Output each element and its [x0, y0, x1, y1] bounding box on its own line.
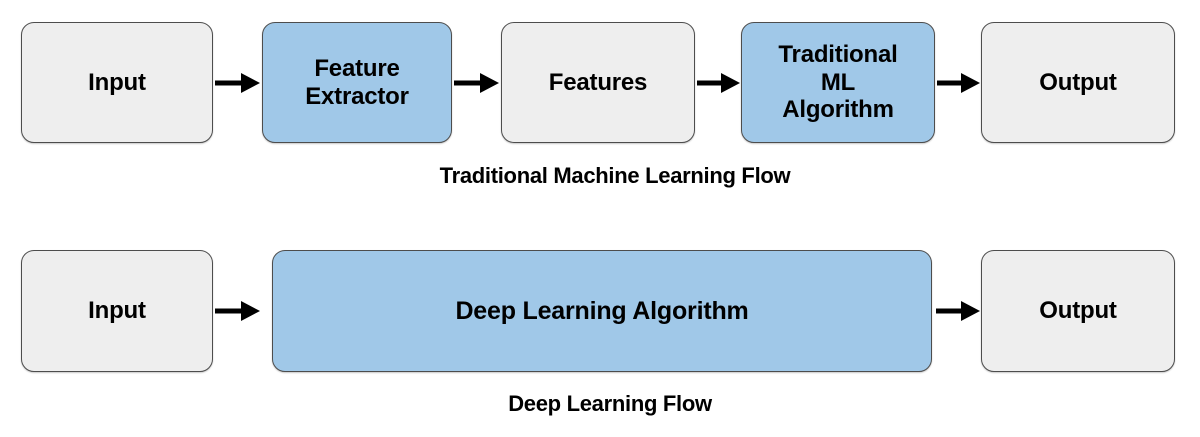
arrow-input-to-deep-learning-algorithm [215, 299, 261, 323]
node-label: Deep Learning Algorithm [455, 296, 749, 325]
node-label: Feature Extractor [305, 55, 409, 110]
node-label: Traditional ML Algorithm [778, 41, 898, 124]
node-feature-extractor: Feature Extractor [262, 22, 452, 143]
node-label: Input [88, 68, 146, 96]
arrow-features-to-traditional-ml-algorithm [697, 71, 741, 95]
node-label: Output [1039, 297, 1117, 325]
node-traditional-ml-algorithm: Traditional ML Algorithm [741, 22, 935, 143]
arrow-feature-extractor-to-features [454, 71, 500, 95]
arrow-traditional-ml-algorithm-to-output [937, 71, 981, 95]
node-features: Features [501, 22, 695, 143]
node-input-deep-learning: Input [21, 250, 213, 372]
node-deep-learning-algorithm: Deep Learning Algorithm [272, 250, 932, 372]
caption-traditional-ml-flow: Traditional Machine Learning Flow [439, 163, 791, 188]
node-label: Output [1039, 68, 1117, 96]
arrow-deep-learning-algorithm-to-output [936, 299, 981, 323]
node-label: Input [88, 297, 146, 325]
node-output-traditional: Output [981, 22, 1175, 143]
node-input-traditional: Input [21, 22, 213, 143]
node-label: Features [548, 68, 648, 96]
node-output-deep-learning: Output [981, 250, 1175, 372]
arrow-input-to-feature-extractor [215, 71, 261, 95]
caption-deep-learning-flow: Deep Learning Flow [508, 391, 712, 416]
